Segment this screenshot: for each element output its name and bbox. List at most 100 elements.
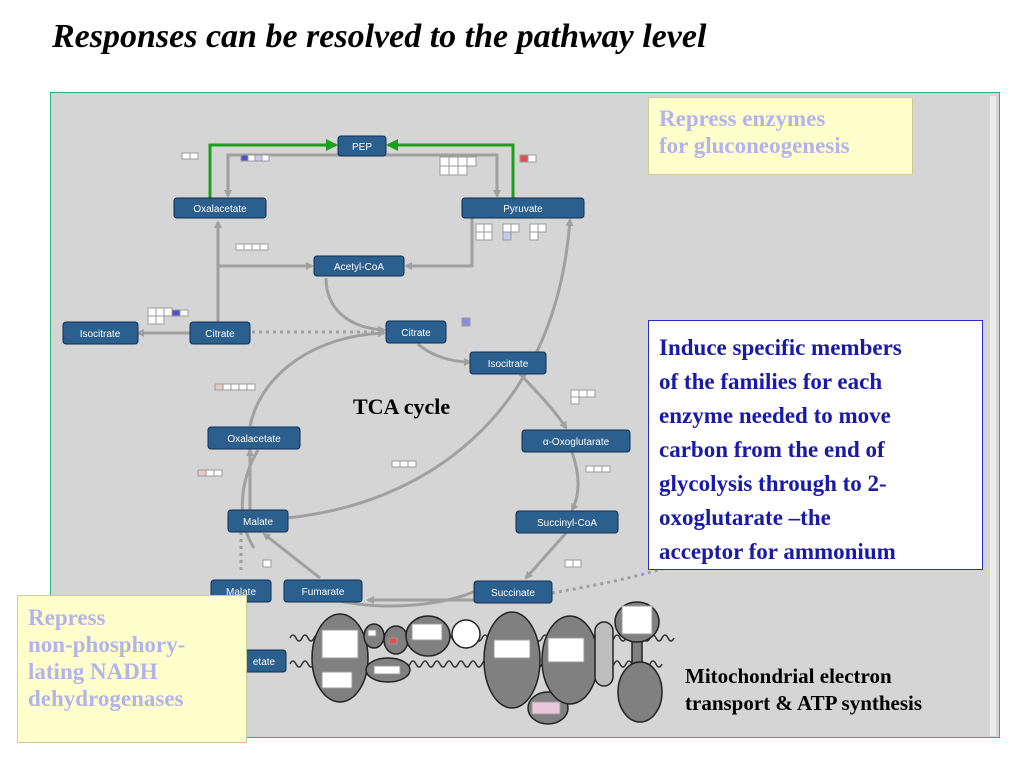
enzyme-glyph: [572, 559, 582, 568]
enzyme-glyph: [570, 396, 580, 405]
enzyme-glyph: [475, 223, 485, 233]
enzyme-glyph: [214, 383, 224, 391]
note-line: non-phosphory-: [28, 632, 186, 658]
node-citrate-left: Citrate: [189, 321, 251, 345]
arc-inner-left: [240, 449, 260, 549]
note-repress-gluconeogenesis: Repress enzymes for gluconeogenesis: [648, 97, 913, 175]
svg-text:Pyruvate: Pyruvate: [503, 204, 543, 215]
arrow-isocitrate-oxoglutarate: [518, 372, 568, 430]
enzyme-glyph: [593, 465, 603, 473]
enzyme-glyph: [240, 154, 249, 162]
enzyme-glyph: [163, 307, 173, 317]
node-succinate: Succinate: [473, 580, 553, 604]
enzyme-glyph: [179, 309, 189, 317]
enzyme-glyph: [483, 223, 493, 233]
complex-white-ring: [451, 619, 481, 649]
arrow-oxoglutarate-succinylcoa: [570, 451, 580, 512]
enzyme-glyph: [262, 559, 272, 568]
enzyme-glyph: [222, 383, 232, 391]
enzyme-glyph: [213, 469, 223, 477]
node-isocitrate-left: Isocitrate: [62, 321, 139, 345]
enzyme-glyph: [407, 460, 417, 468]
mito-transport-label: Mitochondrial electron transport & ATP s…: [685, 663, 922, 718]
note-line: for gluconeogenesis: [659, 132, 850, 158]
enzyme-glyph: [529, 223, 539, 233]
enzyme-glyph: [578, 389, 588, 398]
node-malate-mid: Malate: [227, 509, 289, 533]
enzyme-glyph: [564, 559, 574, 568]
green-arrow-pyruvate-pep: [386, 139, 515, 198]
svg-text:etate: etate: [253, 657, 276, 668]
etc-complexes: [311, 601, 663, 725]
complex-i-glyph: [321, 629, 359, 659]
node-pep: PEP: [337, 135, 387, 157]
enzyme-glyph: [461, 317, 471, 327]
svg-text:Oxalacetate: Oxalacetate: [227, 434, 281, 445]
enzyme-glyph: [171, 309, 181, 317]
enzyme-glyph: [601, 465, 611, 473]
enzyme-glyph: [502, 231, 512, 241]
svg-text:Malate: Malate: [226, 587, 256, 598]
note-line: Repress: [28, 605, 106, 630]
enzyme-glyph: [448, 156, 459, 167]
enzyme-glyph: [259, 243, 269, 251]
enzyme-glyph: [181, 152, 191, 160]
cytochrome-c: [594, 621, 614, 687]
arrow-acetylcoa-citrate: [324, 277, 386, 334]
note-line: enzyme needed to move: [659, 403, 891, 429]
enzyme-glyph: [238, 383, 248, 391]
node-acetyl-coa: Acetyl-CoA: [313, 255, 405, 277]
node-oxalacetate-top: Oxalacetate: [173, 197, 267, 219]
enzyme-glyph: [439, 165, 450, 176]
enzyme-glyph: [261, 154, 270, 162]
svg-text:Malate: Malate: [243, 517, 273, 528]
note-line: of the families for each: [659, 369, 883, 395]
green-arrow-oxalacetate-pep: [208, 139, 338, 198]
note-line: lating NADH: [28, 659, 158, 685]
enzyme-glyph: [457, 165, 468, 176]
enzyme-glyph: [502, 223, 512, 233]
atp-synthase-base: [617, 661, 663, 723]
enzyme-glyph: [439, 156, 450, 167]
enzyme-glyph: [247, 154, 256, 162]
enzyme-glyph: [466, 156, 477, 167]
svg-text:Succinyl-CoA: Succinyl-CoA: [537, 518, 597, 529]
svg-text:Isocitrate: Isocitrate: [488, 359, 529, 370]
node-oxalacetate-mid: Oxalacetate: [207, 426, 301, 450]
node-citrate-right: Citrate: [385, 320, 447, 344]
svg-text:α-Oxoglutarate: α-Oxoglutarate: [543, 437, 610, 448]
enzyme-glyph: [243, 243, 253, 251]
svg-text:Isocitrate: Isocitrate: [80, 329, 121, 340]
svg-text:Succinate: Succinate: [491, 588, 535, 599]
note-line: Induce specific members: [659, 335, 902, 360]
enzyme-glyph: [235, 243, 245, 251]
enzyme-glyph: [519, 154, 529, 163]
enzyme-glyph: [197, 469, 207, 477]
note-line: glycolysis through to 2-: [659, 471, 887, 497]
node-pyruvate: Pyruvate: [461, 197, 585, 219]
enzyme-glyph: [251, 243, 261, 251]
enzyme-glyph: [391, 460, 401, 468]
svg-text:Oxalacetate: Oxalacetate: [193, 204, 247, 215]
arrow-fumarate-malate: [262, 532, 321, 580]
pathway-arrows: [136, 153, 701, 608]
svg-text:Citrate: Citrate: [401, 328, 431, 339]
complex-iv-glyph: [547, 637, 585, 663]
enzyme-glyph: [205, 469, 215, 477]
arrow-pep-pyruvate: [378, 153, 501, 198]
enzyme-glyph: [254, 154, 263, 162]
gluco-arrows: [208, 139, 515, 198]
note-line: carbon from the end of: [659, 437, 885, 463]
enzyme-glyph: [457, 156, 468, 167]
enzyme-glyph: [475, 231, 485, 241]
panel-scroll-edge: [990, 96, 996, 736]
complex-small-glyph: [367, 629, 377, 637]
enzyme-glyphs: [147, 152, 611, 568]
note-line: acceptor for ammonium: [659, 539, 896, 565]
complex-small-glyph: [388, 637, 398, 645]
enzyme-glyph: [399, 460, 409, 468]
enzyme-glyph: [585, 465, 595, 473]
enzyme-glyph: [448, 165, 459, 176]
arrow-succinylcoa-succinate: [524, 532, 568, 580]
